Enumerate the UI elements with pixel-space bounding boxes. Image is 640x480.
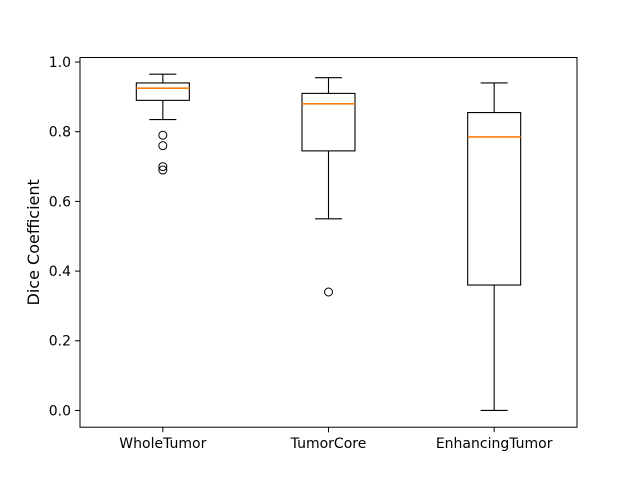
iqr-box xyxy=(301,92,356,152)
y-tick-label: 0.0 xyxy=(49,403,71,419)
x-tick-label: EnhancingTumor xyxy=(436,436,553,452)
y-tick-label: 0.4 xyxy=(49,264,71,280)
outlier-point xyxy=(158,130,168,140)
y-tick-label: 1.0 xyxy=(49,55,71,71)
y-tick-label: 0.8 xyxy=(49,125,71,141)
y-axis-label: Dice Coefficient xyxy=(24,179,43,305)
x-tick-label: TumorCore xyxy=(290,436,367,452)
iqr-box xyxy=(467,112,522,286)
outlier-point xyxy=(324,287,333,297)
y-tick-label: 0.6 xyxy=(49,194,71,210)
x-tick-label: WholeTumor xyxy=(119,436,206,452)
iqr-box xyxy=(135,82,190,101)
y-tick-label: 0.2 xyxy=(49,334,71,350)
outlier-point xyxy=(158,165,168,175)
outlier-point xyxy=(158,141,168,151)
outlier-point xyxy=(158,162,168,172)
